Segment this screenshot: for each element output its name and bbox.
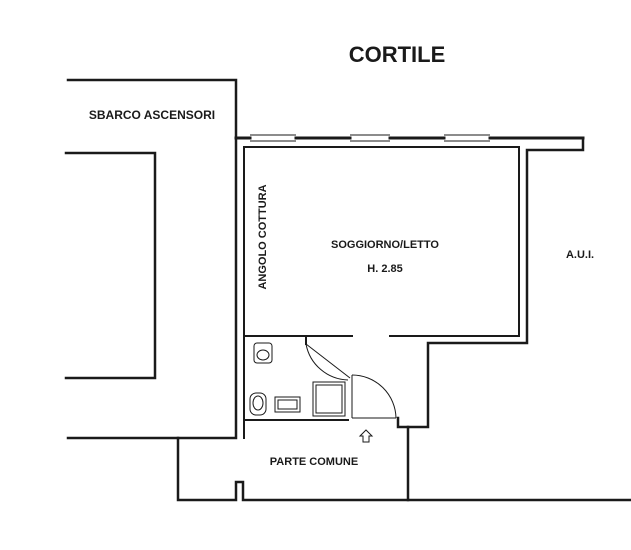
- living-room-label: SOGGIORNO/LETTO: [331, 239, 439, 251]
- window-2: [350, 134, 390, 142]
- up-arrow-icon: [358, 429, 374, 443]
- ceiling-height-label: H. 2.85: [367, 263, 402, 275]
- windows: [250, 134, 490, 142]
- window-1: [250, 134, 296, 142]
- apartment-walls: [243, 146, 520, 439]
- elevator-landing-label: SBARCO ASCENSORI: [89, 108, 215, 122]
- kitchenette-label: ANGOLO COTTURA: [257, 184, 269, 289]
- bathroom-door: [305, 343, 351, 381]
- outer-walls: [66, 78, 631, 502]
- entrance-door: [351, 374, 397, 419]
- washbasin: [253, 342, 273, 364]
- courtyard-label: CORTILE: [349, 42, 446, 67]
- other-unit-label: A.U.I.: [566, 249, 594, 261]
- bidet: [274, 396, 301, 413]
- window-3: [444, 134, 490, 142]
- shower: [312, 381, 346, 417]
- elevator-shaft: [64, 151, 157, 380]
- common-area-label: PARTE COMUNE: [270, 456, 358, 468]
- toilet: [249, 392, 267, 416]
